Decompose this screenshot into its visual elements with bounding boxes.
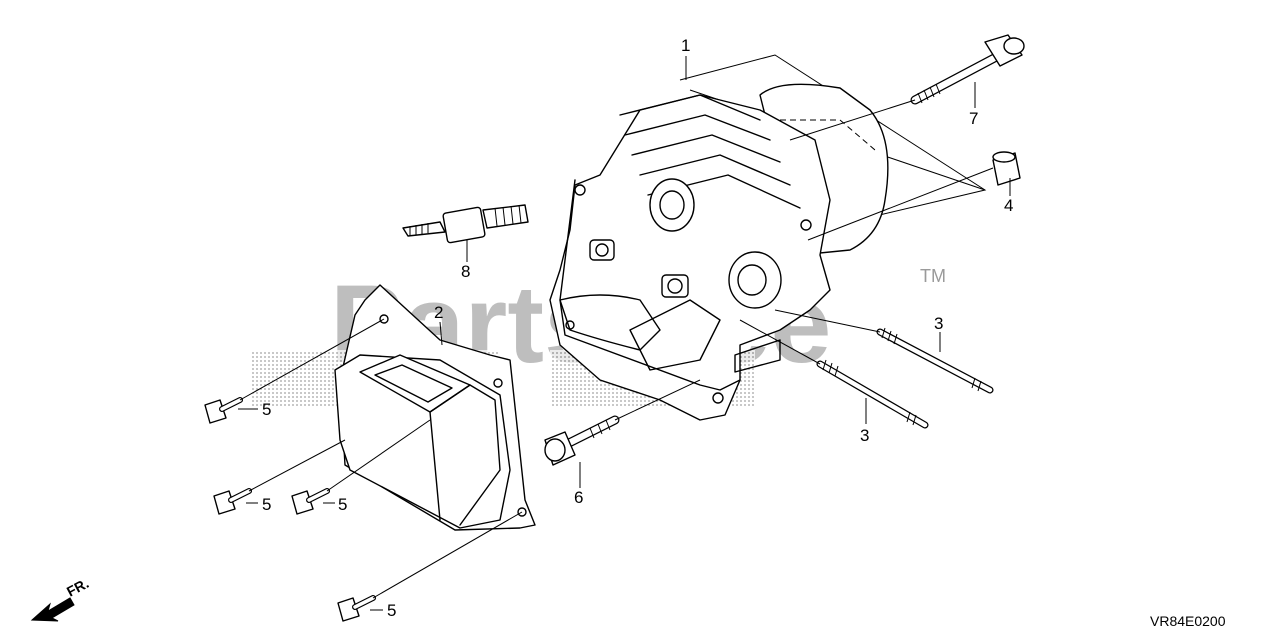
bolt-5a: [204, 397, 243, 424]
callout-6: 6: [574, 488, 583, 507]
flange-bolt-short: [544, 415, 620, 466]
front-direction-indicator: FR.: [30, 575, 91, 622]
direction-label: FR.: [64, 575, 91, 600]
bolt-5c: [291, 488, 330, 515]
callout-4: 4: [1004, 196, 1013, 215]
head-cover: [334, 284, 536, 531]
bolt-5d: [337, 595, 376, 622]
spark-plug: [402, 204, 529, 244]
cover-bolts: [204, 397, 376, 622]
cylinder-head: [549, 54, 987, 421]
callout-3-lower: 3: [860, 426, 869, 445]
watermark-trademark: TM: [920, 266, 946, 286]
diagram-code: VR84E0200: [1150, 613, 1226, 629]
dowel-pin: [992, 151, 1021, 186]
flange-bolt-long: [910, 34, 1025, 105]
assembly-lines: [239, 99, 994, 599]
callout-5-left: 5: [262, 495, 271, 514]
bolt-5b: [213, 488, 252, 515]
arrow-icon: [30, 597, 75, 622]
callouts: 1 2 3 3 4 5 5 5 5 6 7 8: [262, 36, 1013, 620]
callout-leaders: [238, 56, 1011, 611]
callout-5-bottom: 5: [387, 601, 396, 620]
callout-1: 1: [681, 36, 690, 55]
callout-3-upper: 3: [934, 314, 943, 333]
callout-8: 8: [461, 262, 470, 281]
callout-2: 2: [434, 303, 443, 322]
callout-5-top: 5: [262, 400, 271, 419]
callout-7: 7: [969, 109, 978, 128]
stud-bolts: [816, 327, 994, 429]
callout-5-middle: 5: [338, 495, 347, 514]
